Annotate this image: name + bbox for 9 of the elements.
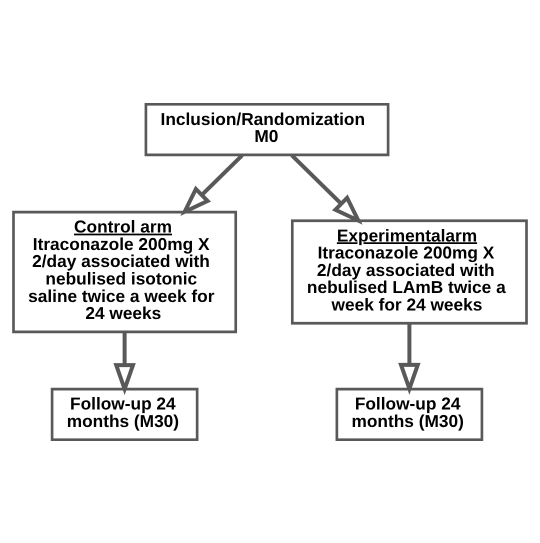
node-box: Control arm Itraconazole 200mg X 2/day associated with nebulised isotonic saline twice a week for 24 weeks: [12, 210, 238, 333]
arrow: [180, 153, 244, 216]
node-box: Follow-up 24 months (M30): [336, 387, 484, 440]
arrow: [398, 322, 421, 394]
node-box: Experimentalarm Itraconazole 200mg X 2/day associated with nebulised LAmB twice a week for 24 weeks: [290, 218, 528, 324]
node-box: Follow-up 24 months (M30): [50, 387, 198, 440]
arrow: [290, 153, 363, 224]
arrow: [113, 332, 136, 395]
node-box: Inclusion/Randomization M0: [144, 102, 390, 156]
